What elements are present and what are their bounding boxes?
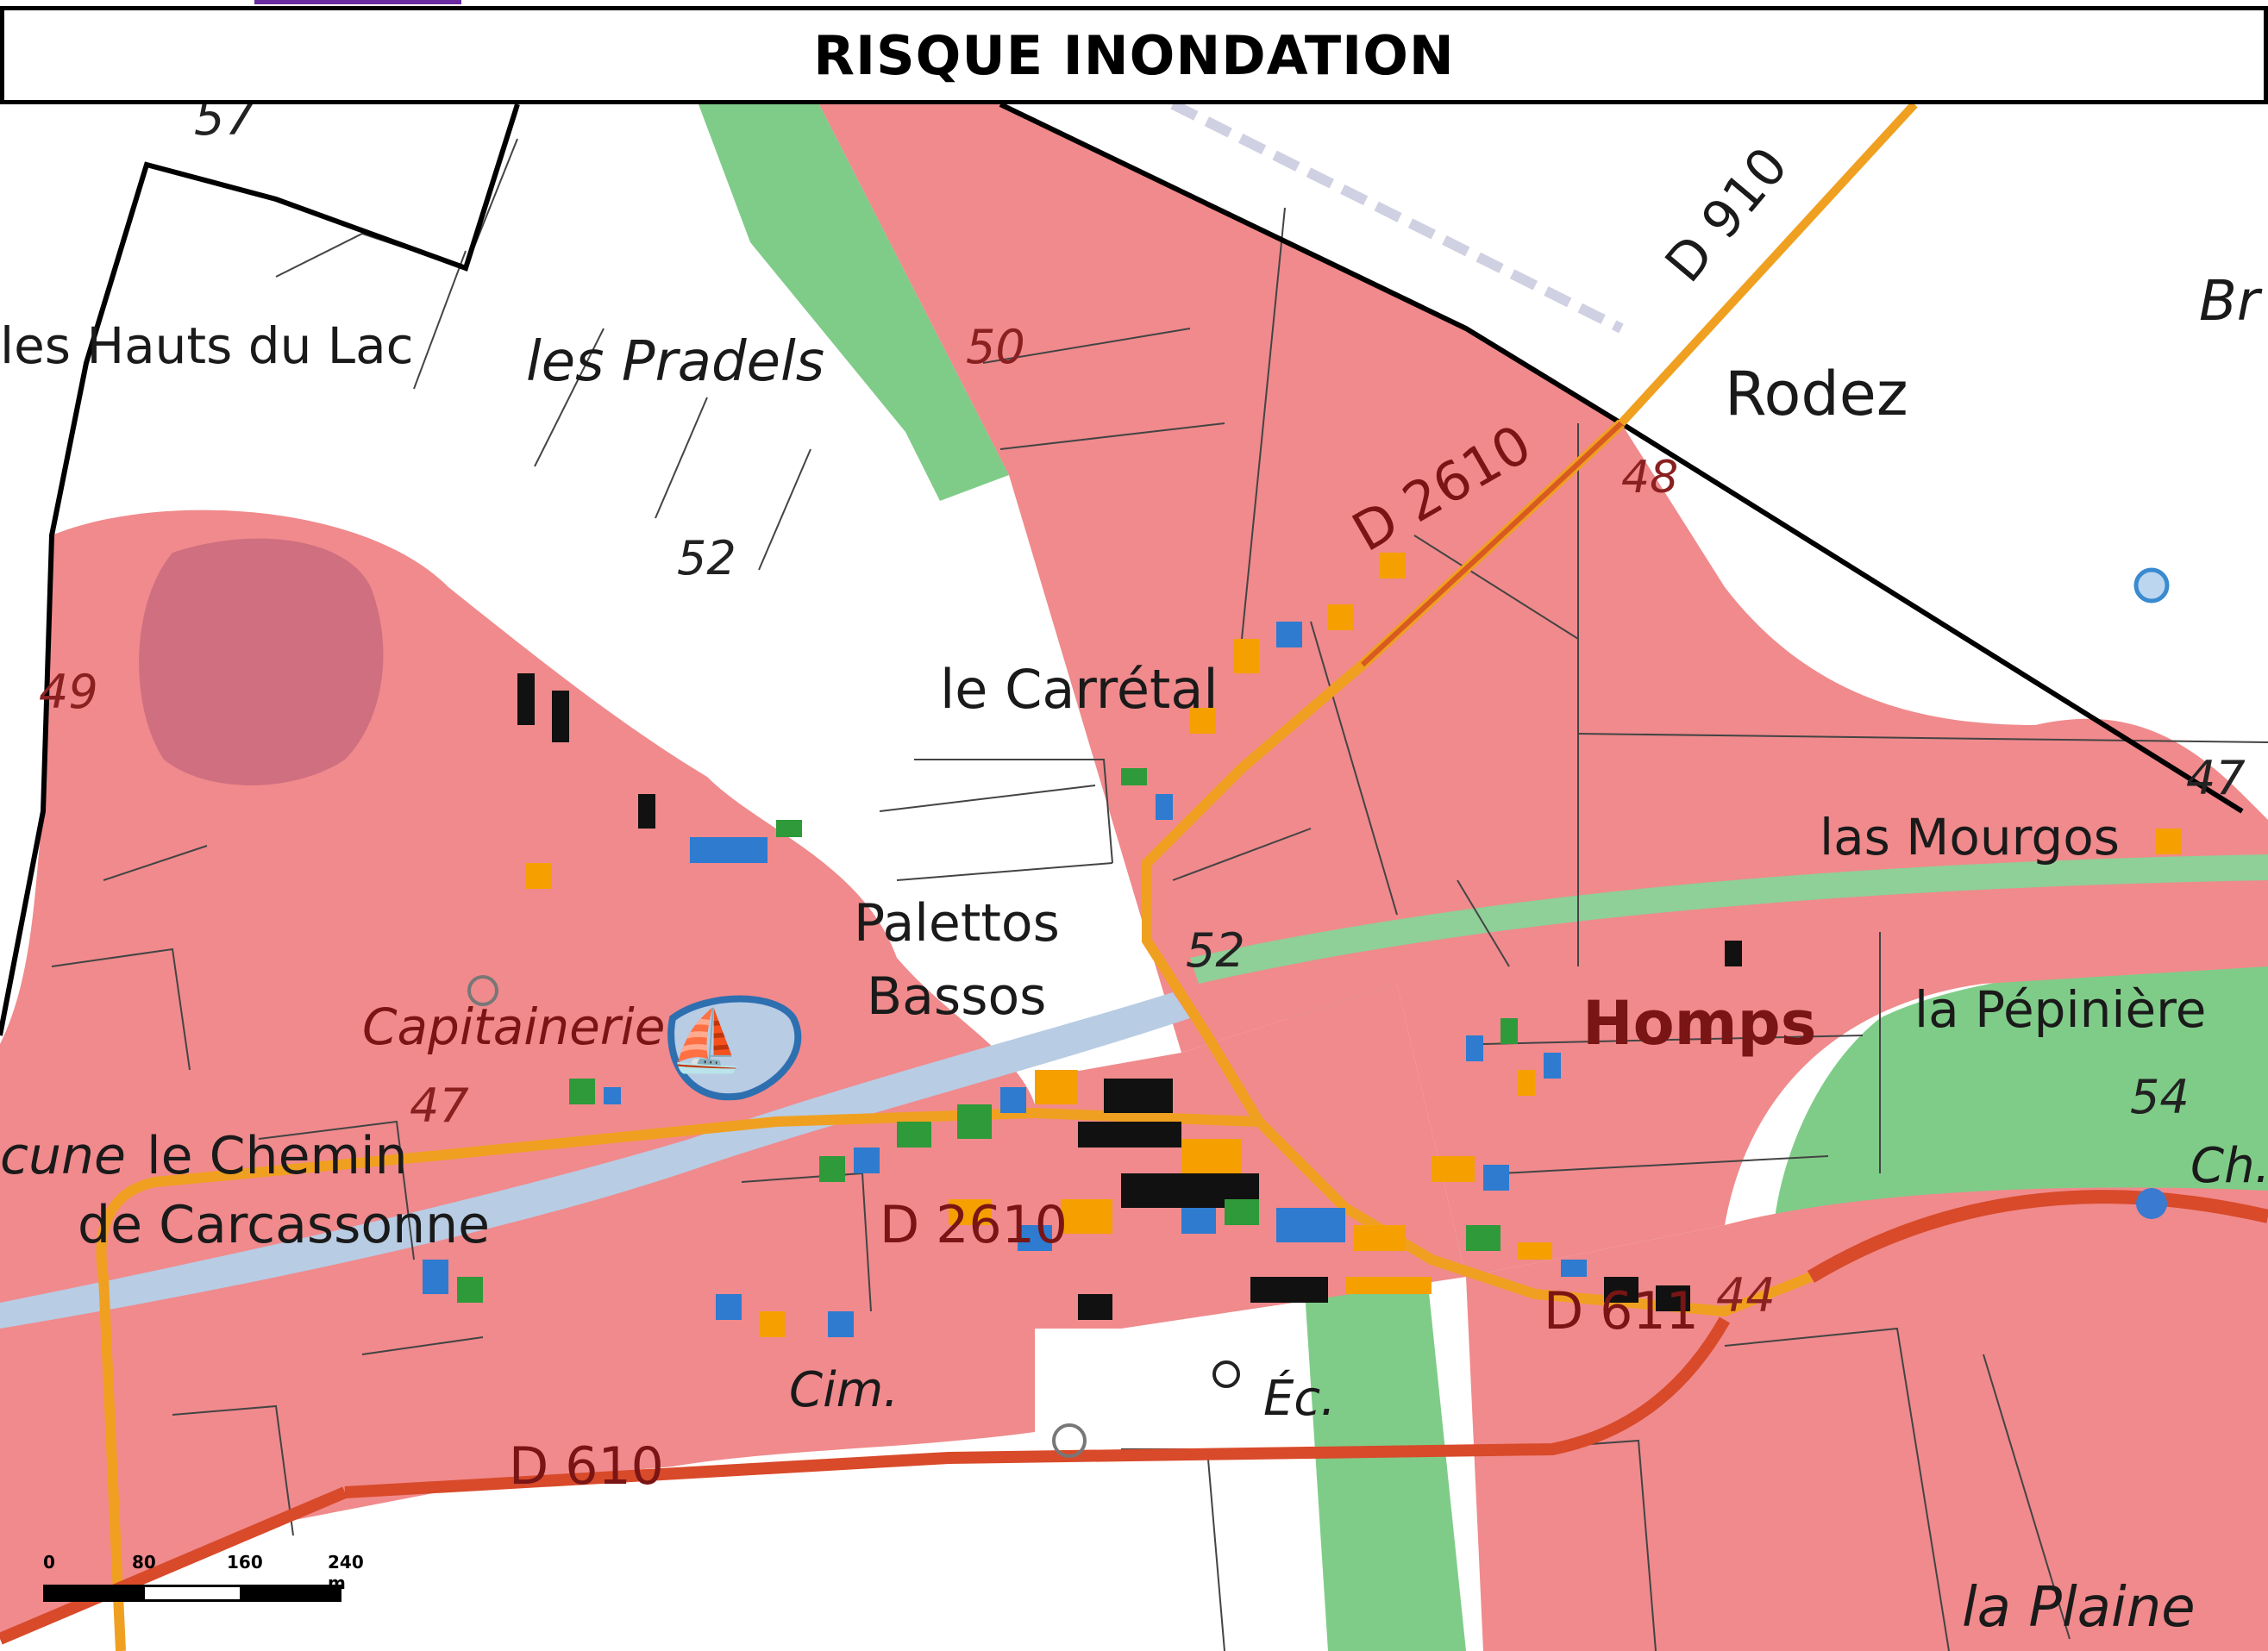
map-view[interactable]: ⛵: [0, 104, 2268, 1651]
lake: [139, 538, 384, 785]
dashed-limit: [1170, 104, 1624, 334]
flood-zone-west: [0, 510, 1035, 1639]
altitude-50: 50: [966, 320, 1025, 374]
scale-segment-3: [241, 1585, 341, 1602]
label-pepiniere: la Pépinière: [1914, 980, 2206, 1039]
green-zone-north: [699, 104, 1009, 501]
road-d611-east: [1807, 1190, 2268, 1283]
commune-boundary-west: [0, 104, 520, 1036]
map-title: RISQUE INONDATION: [813, 23, 1455, 87]
road-south-west: [0, 1486, 348, 1645]
scale-bar: 0 80 160 240 m: [43, 1552, 364, 1604]
label-road-d610: D 610: [509, 1436, 664, 1497]
water-point-icon: [2133, 567, 2170, 603]
flood-zone-north-east: [819, 104, 2268, 1277]
label-hauts-du-lac: les Hauts du Lac: [0, 316, 414, 375]
no-entry-icon: [1052, 1423, 1087, 1458]
label-bassos: Bassos: [867, 966, 1046, 1027]
label-ec: Éc.: [1263, 1371, 1336, 1427]
commune-boundary-north: [999, 104, 2244, 814]
port-basin: [667, 995, 802, 1101]
label-br: Br: [2199, 270, 2263, 334]
label-pradels: les Pradels: [526, 330, 824, 394]
label-cune: cune: [0, 1126, 126, 1186]
label-carretal: le Carrétal: [940, 658, 1219, 721]
label-road-d2610-centre: D 2610: [880, 1195, 1068, 1255]
sailboat-icon: ⛵: [669, 1005, 744, 1076]
label-capitainerie: Capitainerie: [362, 997, 665, 1056]
scale-tick-160: 160: [227, 1552, 263, 1573]
church-icon: [1212, 1360, 1240, 1388]
buildings-village: [423, 553, 2182, 1337]
altitude-47-east: 47: [2186, 751, 2246, 805]
altitude-52-canal: 52: [1186, 923, 1245, 978]
map-title-bar: RISQUE INONDATION: [0, 6, 2268, 104]
map-canvas[interactable]: ⛵: [0, 104, 2268, 1651]
label-palettos: Palettos: [854, 893, 1060, 954]
altitude-57: 57: [194, 104, 256, 147]
altitude-48: 48: [1621, 452, 1678, 503]
label-mourgos: las Mourgos: [1820, 808, 2120, 866]
road-south: [344, 1316, 1731, 1498]
label-homps: Homps: [1582, 988, 1816, 1059]
label-road-d611: D 611: [1544, 1281, 1699, 1341]
label-rodez: Rodez: [1725, 359, 1908, 429]
label-ch: Ch.: [2190, 1138, 2268, 1194]
top-accent-bar: [254, 0, 461, 4]
road-d910: [1618, 104, 1918, 427]
altitude-54: 54: [2130, 1070, 2190, 1124]
water-point-icon: [2136, 1188, 2167, 1219]
label-plaine: la Plaine: [1962, 1576, 2196, 1640]
label-cim: Cim.: [789, 1362, 899, 1418]
scale-segment-2: [142, 1585, 242, 1602]
canal-east: [1190, 854, 2268, 984]
altitude-49: 49: [39, 665, 98, 719]
label-chemin: le Chemin: [147, 1126, 408, 1186]
altitude-52-north: 52: [677, 531, 736, 585]
road-d610: [96, 1107, 1260, 1651]
altitude-44: 44: [1716, 1268, 1776, 1323]
altitude-47-west: 47: [410, 1079, 469, 1133]
canal: [0, 992, 1190, 1329]
label-carcassonne: de Carcassonne: [78, 1195, 490, 1255]
road-d2610-highlight: [1360, 421, 1624, 667]
scale-tick-80: 80: [132, 1552, 156, 1573]
scale-segment-1: [43, 1585, 143, 1602]
scale-tick-0: 0: [43, 1552, 55, 1573]
no-entry-icon: [467, 975, 498, 1006]
